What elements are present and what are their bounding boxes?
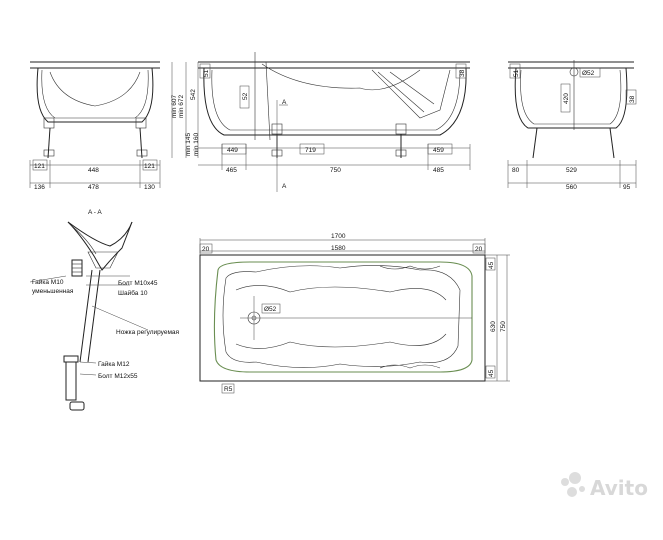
dim-side-b1: 465 — [226, 167, 237, 174]
dim-side-h5: min 160 — [193, 132, 200, 156]
dim-right-i1: 529 — [566, 167, 577, 174]
dim-side-h3: 542 — [190, 89, 197, 100]
dim-side-h1: min 607 — [171, 94, 178, 118]
label-nut-m12: Гайка М12 — [98, 360, 130, 368]
dim-front-s2: 121 — [144, 163, 155, 170]
front-view-left: 121 121 448 136 478 130 — [29, 61, 161, 191]
dim-side-b2: 750 — [330, 167, 341, 174]
dim-right-d: Ø52 — [582, 70, 595, 77]
dim-front-s1: 121 — [34, 163, 45, 170]
dim-plan-w1: 750 — [500, 321, 507, 332]
dim-side-h7: 38 — [459, 69, 466, 77]
dim-plan-e2: 20 — [475, 246, 483, 253]
dim-plan-r: R5 — [224, 386, 233, 393]
watermark-text: Avito — [590, 476, 648, 500]
dim-front-total: 478 — [88, 184, 99, 191]
dim-plan-d: Ø52 — [264, 306, 277, 313]
dim-plan-len: 1700 — [331, 233, 346, 240]
front-view-right: Ø52 420 51 38 80 529 560 95 — [507, 60, 637, 191]
dim-side-h2: min 672 — [178, 94, 185, 118]
dim-front-inner: 448 — [88, 167, 99, 174]
side-view: A A min 607 min 672 542 min 145 min 160 … — [171, 52, 471, 192]
dim-right-i2: 560 — [566, 184, 577, 191]
dim-right-h3: 38 — [629, 95, 636, 103]
dim-right-h1: 420 — [563, 93, 570, 104]
dim-side-i2: 719 — [305, 147, 316, 154]
dim-side-i1: 449 — [227, 147, 238, 154]
plan-view: 1700 1580 20 20 Ø52 R5 750 630 45 45 — [199, 233, 510, 394]
dim-plan-w2: 630 — [490, 321, 497, 332]
dim-plan-inner: 1580 — [331, 245, 346, 252]
dim-side-b3: 485 — [433, 167, 444, 174]
section-title: A - A — [88, 209, 102, 216]
dim-front-o2: 130 — [144, 184, 155, 191]
dim-front-o1: 136 — [34, 184, 45, 191]
label-nut-m10: Гайка М10 — [32, 278, 64, 286]
label-bolt-m12: Болт М12х55 — [98, 373, 138, 380]
dim-right-s2: 95 — [623, 184, 631, 191]
dim-right-h2: 51 — [513, 69, 520, 77]
dim-plan-e4: 45 — [488, 369, 495, 377]
label-bolt-m10: Болт М10х45 — [118, 280, 158, 287]
section-mark-top: A — [282, 99, 287, 106]
label-reduced: уменьшенная — [32, 288, 74, 295]
label-washer-10: Шайба 10 — [118, 289, 148, 297]
dim-plan-e3: 45 — [488, 261, 495, 269]
avito-watermark: Avito — [561, 472, 648, 500]
dim-side-h8: 52 — [242, 92, 249, 100]
section-mark-bottom: A — [282, 183, 287, 190]
section-aa: A - A Гайка М10 уменьшенная Болт М10х45 … — [29, 209, 180, 411]
dim-right-s1: 80 — [512, 167, 520, 174]
dim-side-i3: 459 — [433, 147, 444, 154]
dim-side-h6: 51 — [203, 69, 210, 77]
dim-side-h4: min 145 — [185, 132, 192, 156]
dim-plan-e1: 20 — [202, 246, 210, 253]
label-adjustable-leg: Ножка регулируемая — [116, 329, 180, 336]
